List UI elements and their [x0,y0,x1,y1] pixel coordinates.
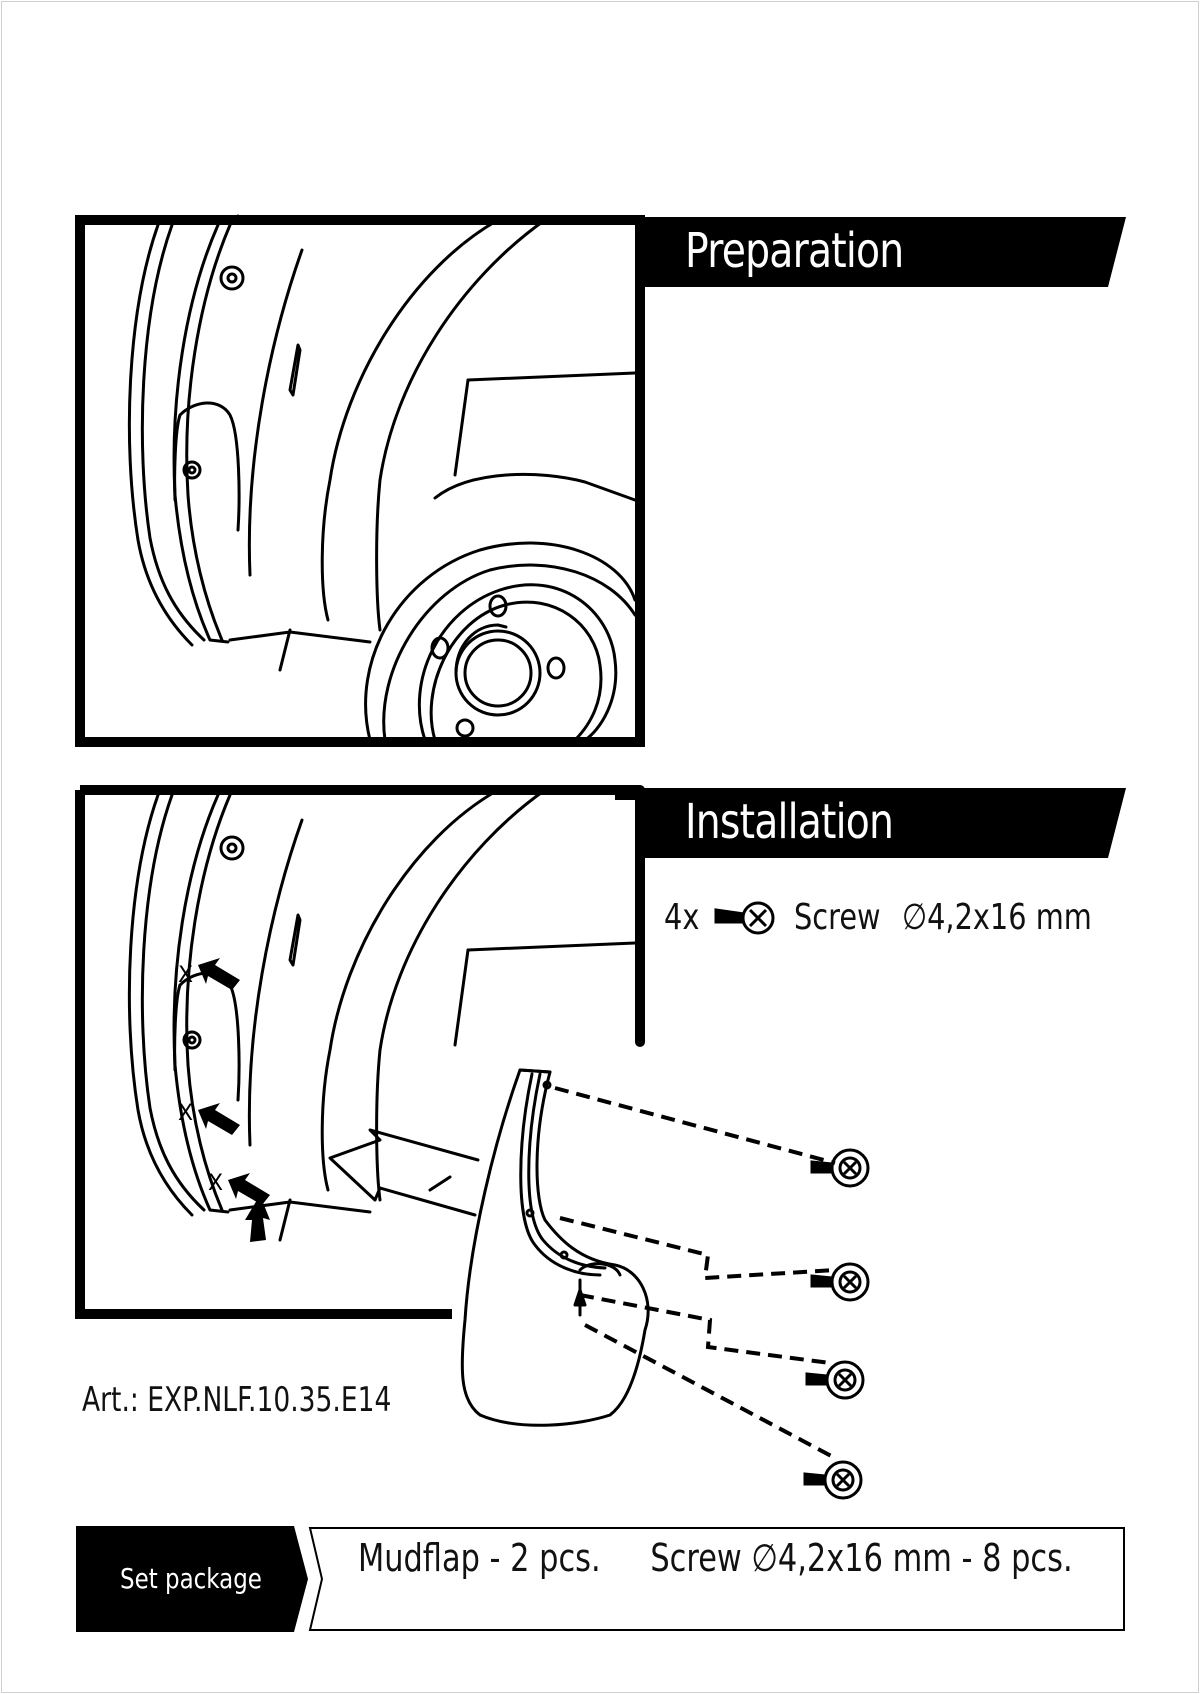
screw-quantity: 4x [664,896,700,938]
screw-icon [714,901,775,935]
x-mark: X [208,1171,223,1196]
screw-icon [803,1148,870,1500]
preparation-illustration [75,214,645,747]
wheel-arch-icon: X X X [75,785,645,1319]
header-banner-shape [640,217,1126,287]
installation-illustration: X X X [75,785,645,1319]
set-package-contents: Mudflap - 2 pcs. Screw ∅4,2x16 mm - 8 pc… [308,1526,1126,1632]
set-package-box [308,1527,1125,1631]
set-item-mudflap: Mudflap - 2 pcs. [358,1536,601,1580]
set-package-banner [76,1526,308,1632]
installation-title: Installation [685,794,894,850]
mudflap-icon [328,1068,870,1500]
article-number: Art.: EXP.NLF.10.35.E14 [82,1380,392,1420]
screw-label: Screw [794,896,881,938]
screw-requirement: 4x Screw ∅4,2x16 mm [664,892,1139,942]
arrow-icon [198,958,270,1242]
set-item-screw: Screw ∅4,2x16 mm - 8 pcs. [650,1536,1073,1580]
installation-header: Installation [640,788,1126,860]
preparation-title: Preparation [685,223,904,279]
x-mark: X [178,1101,193,1126]
header-banner-shape [640,788,1126,858]
mudflap-assembly [328,1060,920,1500]
set-package-items: Mudflap - 2 pcs. Screw ∅4,2x16 mm - 8 pc… [358,1536,1113,1580]
wheel-arch-icon [75,214,645,747]
screw-spec: ∅4,2x16 mm [902,896,1092,938]
preparation-header: Preparation [640,217,1126,289]
set-package-label: Set package [120,1562,262,1595]
x-mark: X [178,963,193,988]
set-package-badge: Set package [76,1526,316,1632]
